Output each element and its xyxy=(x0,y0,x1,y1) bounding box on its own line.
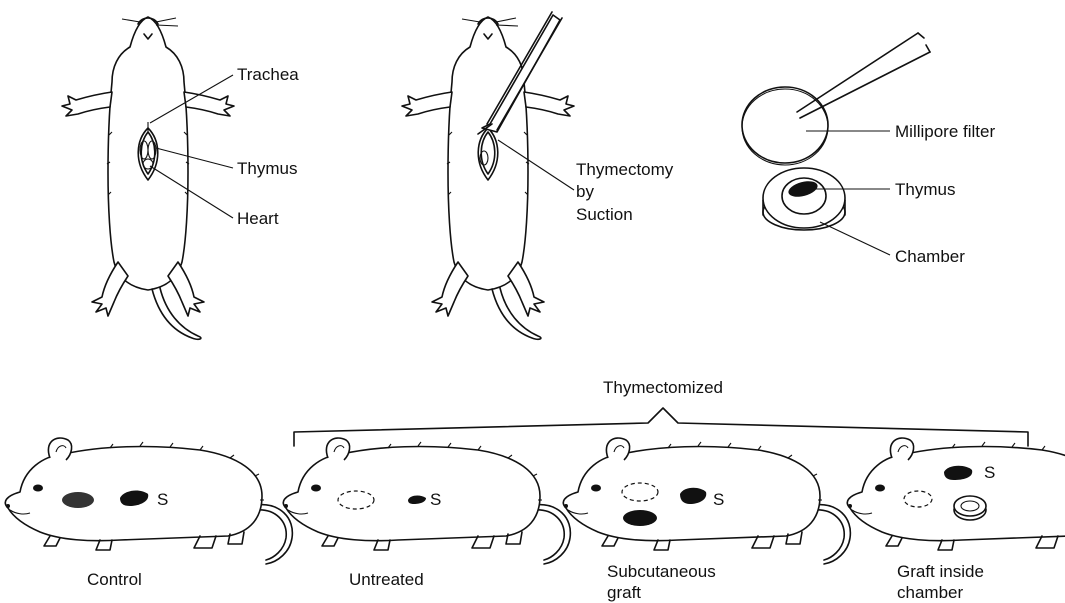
mouse-subcutaneous-graft xyxy=(563,438,850,564)
mouse-spleen-mark: S xyxy=(713,490,724,509)
label-chamber-thymus: Thymus xyxy=(895,180,955,199)
mouse-spleen-mark: S xyxy=(984,463,995,482)
mouse-spleen-mark: S xyxy=(157,490,168,509)
label-chamber: Chamber xyxy=(895,247,965,266)
label-thymectomized: Thymectomized xyxy=(603,378,723,397)
mouse-control xyxy=(5,438,292,564)
label-suction: Suction xyxy=(576,205,633,224)
mouse-graft-in-chamber xyxy=(847,438,1065,564)
caption-chamber: chamber xyxy=(897,583,963,602)
mouse-spleen-mark: S xyxy=(430,490,441,509)
caption-graft-inside: Graft inside xyxy=(897,562,984,581)
caption-control: Control xyxy=(87,570,142,589)
rat-thymectomy-illustration xyxy=(402,17,574,339)
thymectomized-bracket xyxy=(294,408,1028,446)
millipore-filter-disc xyxy=(742,87,828,165)
mouse-untreated xyxy=(283,438,570,564)
caption-untreated: Untreated xyxy=(349,570,424,589)
label-thymus: Thymus xyxy=(237,159,297,178)
caption-graft: graft xyxy=(607,583,641,602)
label-trachea: Trachea xyxy=(237,65,299,84)
rat-anatomy-illustration xyxy=(62,17,234,339)
diffusion-chamber xyxy=(763,168,845,230)
label-millipore-filter: Millipore filter xyxy=(895,122,995,141)
label-thymectomy: Thymectomy xyxy=(576,160,674,179)
label-heart: Heart xyxy=(237,209,279,228)
caption-subcutaneous: Subcutaneous xyxy=(607,562,716,581)
label-by: by xyxy=(576,182,594,201)
